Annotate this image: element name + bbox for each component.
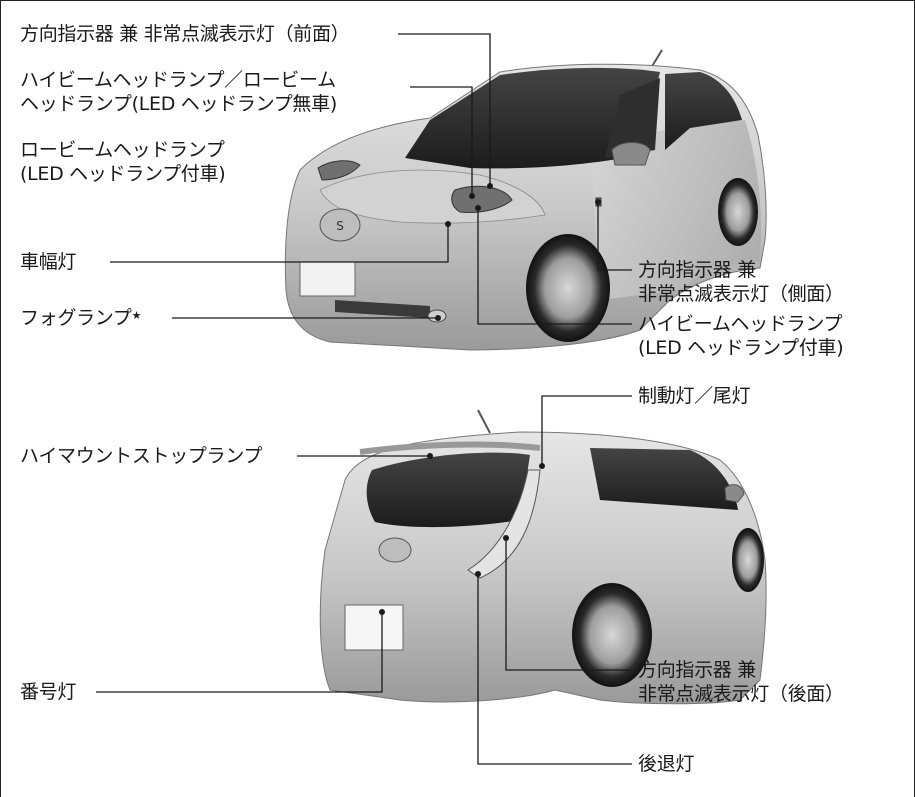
label-fog-lamp: フォグランプ★ [20, 307, 142, 329]
label-clearance-lamp: 車幅灯 [20, 251, 77, 273]
label-high-mount-stop-lamp: ハイマウントストップランプ [20, 445, 263, 467]
label-turn-signal-front: 方向指示器 兼 非常点滅表示灯（前面） [20, 23, 350, 45]
label-turn-signal-side: 方向指示器 兼 非常点滅表示灯（側面） [638, 259, 844, 305]
label-license-plate-lamp: 番号灯 [20, 681, 77, 703]
rear-car-illustration [319, 409, 767, 705]
svg-text:S: S [336, 219, 344, 233]
optional-mark: ★ [131, 309, 142, 322]
label-brake-tail-lamp: 制動灯／尾灯 [638, 385, 751, 407]
label-turn-signal-rear: 方向指示器 兼 非常点滅表示灯（後面） [638, 659, 844, 705]
leader-lines [96, 33, 632, 765]
label-high-low-beam-headlamp: ハイビームヘッドランプ／ロービーム ヘッドランプ(LED ヘッドランプ無車) [20, 69, 337, 115]
leader-dots [379, 183, 601, 615]
label-low-beam-headlamp: ロービームヘッドランプ (LED ヘッドランプ付車) [20, 139, 226, 185]
label-high-beam-headlamp: ハイビームヘッドランプ (LED ヘッドランプ付車) [638, 313, 844, 359]
label-backup-lamp: 後退灯 [638, 753, 695, 775]
